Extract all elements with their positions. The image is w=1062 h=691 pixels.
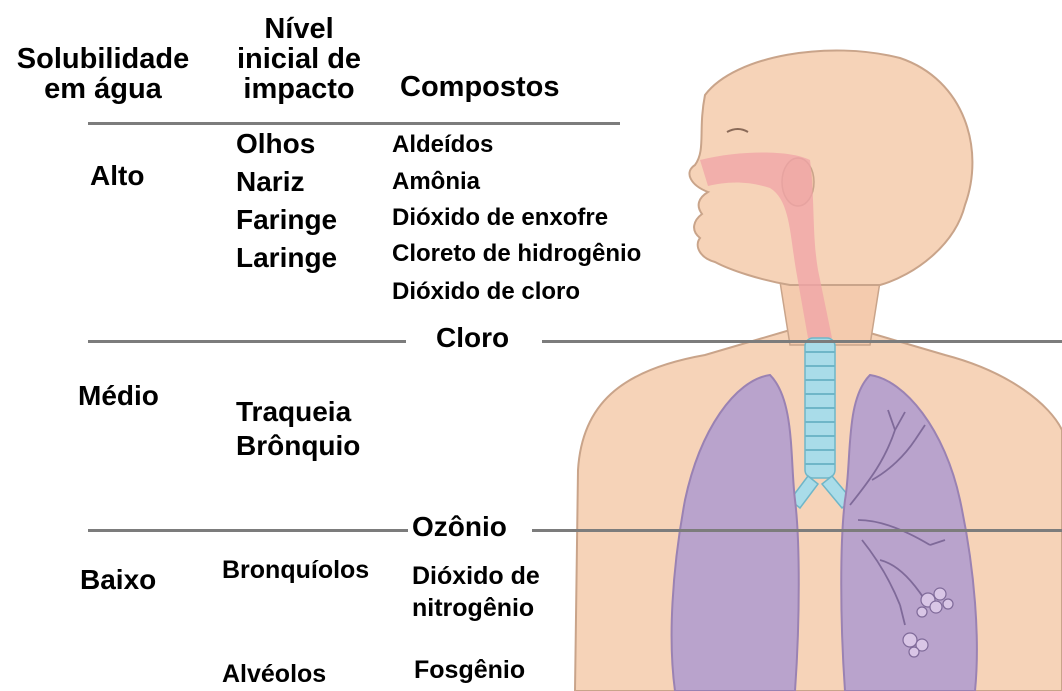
ozonio-rule-right — [532, 529, 1062, 532]
cloro-rule-right — [542, 340, 1062, 343]
ozonio-rule-left — [88, 529, 408, 532]
solubility-medium: Médio — [78, 382, 159, 410]
compound-hydrogen-chloride: Cloreto de hidrogênio — [392, 242, 641, 266]
compound-sulfur-dioxide: Dióxido de enxofre — [392, 206, 608, 230]
solubility-high: Alto — [90, 162, 144, 190]
site-bronchus: Brônquio — [236, 432, 360, 460]
header-rule — [88, 122, 620, 125]
header-solubility: Solubilidade em água — [8, 44, 198, 104]
compound-phosgene: Fosgênio — [414, 658, 525, 683]
solubility-low: Baixo — [80, 566, 156, 594]
compound-nitrogen-dioxide: Dióxido de nitrogênio — [412, 560, 540, 624]
site-alveoli: Alvéolos — [222, 662, 326, 687]
site-nose: Nariz — [236, 168, 304, 196]
compound-chlorine-dioxide: Dióxido de cloro — [392, 280, 580, 304]
header-impact: Nível inicial de impacto — [228, 14, 370, 104]
site-eyes: Olhos — [236, 130, 315, 158]
cloro-rule-left — [88, 340, 406, 343]
divider-ozone: Ozônio — [412, 513, 507, 541]
divider-chlorine: Cloro — [436, 324, 509, 352]
compound-ammonia: Amônia — [392, 170, 480, 194]
site-bronchioles: Bronquíolos — [222, 558, 369, 583]
compound-aldehydes: Aldeídos — [392, 133, 493, 157]
site-pharynx: Faringe — [236, 206, 337, 234]
site-trachea: Traqueia — [236, 398, 351, 426]
header-compounds: Compostos — [400, 72, 560, 102]
site-larynx: Laringe — [236, 244, 337, 272]
